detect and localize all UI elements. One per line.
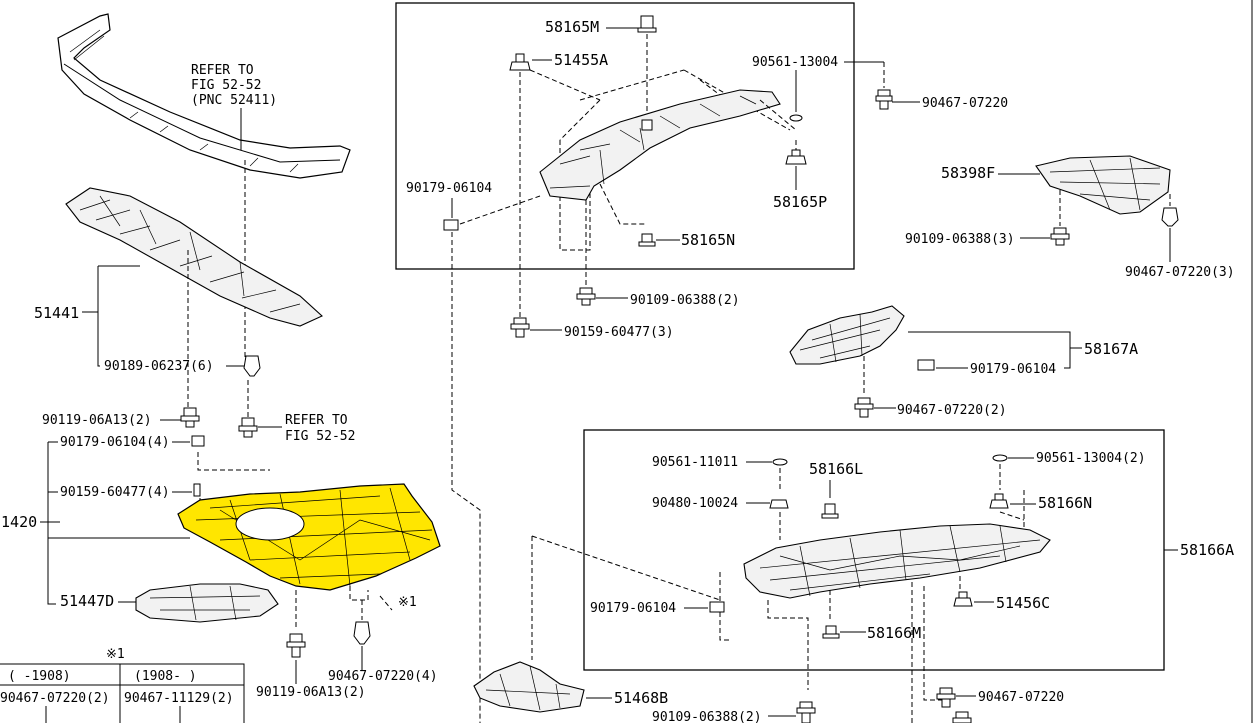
label-90119-06A13-2-top: 90119-06A13(2) [42,413,152,428]
washer-icon [789,114,803,122]
nut-icon [989,493,1009,509]
pin-icon [822,625,840,639]
label-58167A: 58167A [1084,340,1138,358]
bolt-icon [952,711,972,724]
refer-to-b-line-2: FIG 52-52 [285,429,355,444]
refer-fig-label-a: REFER TO FIG 52-52 (PNC 52411) [191,63,277,108]
note-table-cell-1: 90467-07220(2) [0,691,110,706]
part-51468B-cover [473,661,585,713]
upper-assembly-box [395,2,855,270]
label-58166L: 58166L [809,460,863,478]
label-90159-60477-4: 90159-60477(4) [60,485,170,500]
bolt-icon [576,287,596,306]
clip-icon [917,359,935,371]
clip-90189-icon [243,355,261,377]
label-58166N: 58166N [1038,494,1092,512]
note-table-cell-2: 90467-11129(2) [124,691,234,706]
label-90119-06A13-2-bottom: 90119-06A13(2) [256,685,366,700]
label-90159-60477-3: 90159-60477(3) [564,325,674,340]
label-58166A: 58166A [1180,541,1234,559]
nut-icon [785,149,807,165]
bolt-icon [238,417,258,438]
bolt-icon [286,633,306,658]
part-58166A-panel [743,523,1051,599]
clip-icon [353,621,371,645]
label-90179-06104-4: 90179-06104(4) [60,435,170,450]
label-90561-13004-2: 90561-13004(2) [1036,451,1146,466]
label-51441: 51441 [34,304,79,322]
label-58165N: 58165N [681,231,735,249]
label-90179-06104-low: 90179-06104 [590,601,676,616]
label-51447D: 51447D [60,592,114,610]
label-90179-06104-top: 90179-06104 [406,181,492,196]
bolt-icon [875,89,893,110]
refer-to-line-2: FIG 52-52 [191,78,261,93]
part-58167A-cover [789,305,905,365]
label-51468B: 51468B [614,689,668,707]
part-upper-bracket [539,89,781,201]
nut-icon [509,53,531,71]
label-51420: 51420 [0,513,37,531]
label-90189-06237-6: 90189-06237(6) [104,359,214,374]
part-51441-support [65,187,323,327]
label-90480-10024: 90480-10024 [652,496,738,511]
bolt-icon [796,701,816,724]
clip-icon [443,219,459,231]
label-90467-07220-4: 90467-07220(4) [328,669,438,684]
label-90467-07220-top: 90467-07220 [922,96,1008,111]
pin-icon [638,233,656,247]
refer-to-line-3: (PNC 52411) [191,93,277,108]
bolt-icon [936,687,956,708]
label-90467-07220-3: 90467-07220(3) [1125,265,1235,280]
note-table-title: ※1 [106,647,125,662]
label-90109-06388-2-bottom: 90109-06388(2) [652,710,762,723]
part-58398F-cover [1035,155,1171,215]
label-90561-13004-top: 90561-13004 [752,55,838,70]
note-table-col-2: (1908- ) [134,669,197,684]
label-51455A: 51455A [554,51,608,69]
label-51456C: 51456C [996,594,1050,612]
pin-icon [193,483,201,497]
label-90109-06388-3: 90109-06388(3) [905,232,1015,247]
bolt-icon [180,407,200,428]
note-mark-1: ※1 [398,595,417,610]
note-table-col-1: ( -1908) [8,669,71,684]
label-90467-07220-2-mid: 90467-07220(2) [897,403,1007,418]
bolt-icon [854,397,874,418]
label-58398F: 58398F [941,164,995,182]
refer-to-line-1: REFER TO [191,63,254,78]
bumper-reinforcement [57,13,351,179]
label-58165P: 58165P [773,193,827,211]
clip-icon [709,601,725,613]
nut-icon [953,591,973,607]
note-table: ※1 ( -1908) (1908- ) 90467-07220(2) 9046… [0,647,245,723]
label-90467-07220-bottom: 90467-07220 [978,690,1064,705]
washer-icon [992,454,1008,462]
part-51420-engine-under-cover [177,483,441,591]
refer-to-b-line-1: REFER TO [285,413,348,428]
pin-icon [821,503,839,519]
bolt-icon [510,317,530,338]
label-90561-11011: 90561-11011 [652,455,738,470]
label-90109-06388-2-top: 90109-06388(2) [630,293,740,308]
clip-icon [191,435,205,447]
label-58166M: 58166M [867,624,921,642]
bolt-icon [1050,227,1070,246]
label-58165M: 58165M [545,18,599,36]
pin-icon [637,15,657,33]
part-51447D-seal [135,583,279,623]
clip-icon [1161,207,1179,227]
label-90179-06104-right: 90179-06104 [970,362,1056,377]
nut-icon [769,499,789,509]
washer-icon [772,458,788,466]
